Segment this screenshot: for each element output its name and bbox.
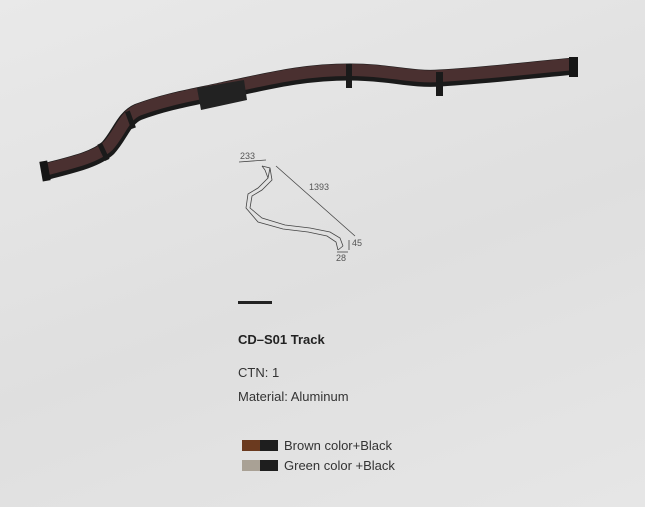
color-option-label: Green color +Black: [284, 458, 395, 473]
color-option-green: Green color +Black: [242, 458, 395, 473]
dimension-height: 45: [352, 238, 363, 248]
material-text: Material: Aluminum: [238, 389, 349, 404]
product-title: CD–S01 Track: [238, 332, 325, 347]
brown-swatch-icon: [242, 440, 260, 451]
black-swatch-icon: [260, 460, 278, 471]
dimension-length: 1393: [309, 182, 330, 192]
dimension-width: 233: [240, 151, 256, 161]
green-swatch-icon: [242, 460, 260, 471]
dimension-depth: 28: [336, 253, 347, 263]
dimension-drawing: [238, 159, 356, 253]
connector-block: [197, 80, 247, 110]
color-option-brown: Brown color+Black: [242, 438, 392, 453]
section-divider: [238, 301, 272, 304]
ctn-text: CTN: 1: [238, 365, 280, 380]
color-option-label: Brown color+Black: [284, 438, 393, 453]
black-swatch-icon: [260, 440, 278, 451]
